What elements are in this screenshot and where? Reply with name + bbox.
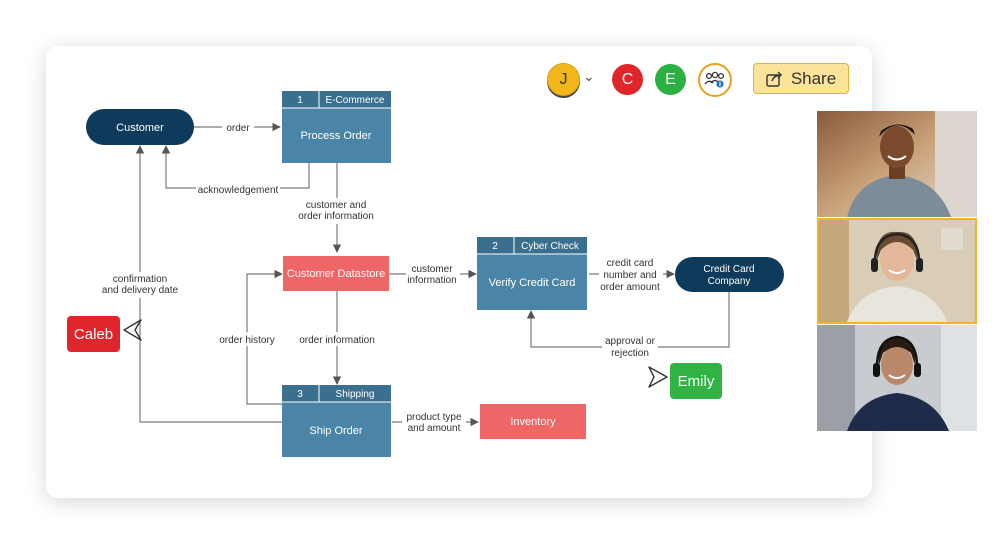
datastore-inventory-label: Inventory xyxy=(510,416,556,428)
label-credit-card-2: number and xyxy=(603,270,656,281)
label-order: order xyxy=(226,123,250,134)
process-1[interactable]: 1 E-Commerce Process Order xyxy=(282,91,391,163)
video-tile-2[interactable] xyxy=(817,218,977,324)
flow-confirmation xyxy=(135,145,282,423)
process-3-name: Ship Order xyxy=(309,425,363,437)
participant-video-3 xyxy=(817,325,977,431)
label-product-type-2: and amount xyxy=(408,423,461,434)
process-2-name: Verify Credit Card xyxy=(489,277,576,289)
label-product-type-1: product type xyxy=(406,412,461,423)
people-group-button[interactable] xyxy=(698,63,732,97)
datastore-customer[interactable]: Customer Datastore xyxy=(283,256,389,291)
label-order-information: order information xyxy=(299,335,375,346)
label-confirmation-1: confirmation xyxy=(113,274,167,285)
collaborator-avatar-j[interactable]: J xyxy=(547,63,580,96)
label-customer-info-2: information xyxy=(407,275,456,286)
process-3[interactable]: 3 Shipping Ship Order xyxy=(282,385,391,457)
participant-video-2 xyxy=(819,220,975,322)
flow-labels: order acknowledgement customer and order… xyxy=(96,120,663,436)
label-confirmation-2: and delivery date xyxy=(102,285,179,296)
process-2-group: Cyber Check xyxy=(521,241,580,252)
cursor-tag-emily: Emily xyxy=(670,363,722,399)
people-group-icon xyxy=(704,71,725,88)
share-icon xyxy=(766,71,782,87)
process-1-number: 1 xyxy=(297,95,303,106)
process-2-number: 2 xyxy=(492,241,498,252)
label-approval-1: approval or xyxy=(605,336,656,347)
entity-customer-label: Customer xyxy=(116,122,164,134)
chevron-down-icon[interactable]: ⌄ xyxy=(583,68,595,84)
label-customer-order-info-1: customer and xyxy=(306,200,367,211)
share-button-label: Share xyxy=(790,68,837,88)
process-3-group: Shipping xyxy=(336,389,375,400)
entity-customer[interactable]: Customer xyxy=(86,109,194,145)
label-customer-order-info-2: order information xyxy=(298,211,374,222)
process-2[interactable]: 2 Cyber Check Verify Credit Card xyxy=(477,237,587,310)
datastore-customer-label: Customer Datastore xyxy=(287,268,385,280)
label-credit-card-1: credit card xyxy=(607,258,654,269)
process-1-name: Process Order xyxy=(301,130,372,142)
cursor-arrow-icon xyxy=(123,319,142,341)
participant-video-1 xyxy=(817,111,977,217)
label-order-history: order history xyxy=(219,335,275,346)
label-customer-info-1: customer xyxy=(411,264,453,275)
cursor-tag-caleb: Caleb xyxy=(67,316,120,352)
video-tile-1[interactable] xyxy=(817,111,977,217)
datastore-inventory[interactable]: Inventory xyxy=(480,404,586,439)
video-tile-3[interactable] xyxy=(817,325,977,431)
diagram-canvas[interactable]: order acknowledgement customer and order… xyxy=(46,46,872,498)
share-button[interactable]: Share xyxy=(753,63,849,94)
label-credit-card-3: order amount xyxy=(600,282,660,293)
data-flow-diagram[interactable]: order acknowledgement customer and order… xyxy=(46,46,872,498)
process-1-group: E-Commerce xyxy=(326,95,385,106)
process-3-number: 3 xyxy=(297,389,303,400)
collaborator-avatar-c[interactable]: C xyxy=(612,64,643,95)
cursor-arrow-icon xyxy=(648,366,668,388)
collaborator-avatar-e[interactable]: E xyxy=(655,64,686,95)
label-approval-2: rejection xyxy=(611,348,649,359)
label-acknowledgement: acknowledgement xyxy=(198,185,279,196)
